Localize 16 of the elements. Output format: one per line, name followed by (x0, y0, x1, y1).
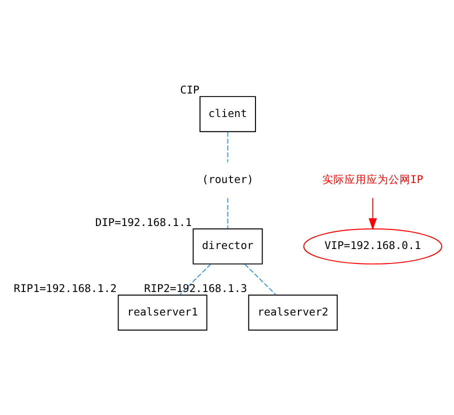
node-box: client (200, 96, 256, 132)
connector (179, 264, 212, 296)
node-text: (router) (202, 172, 254, 186)
node-label: RIP1=192.168.1.2 (14, 282, 117, 295)
node-ellipse: VIP=192.168.0.1 (303, 228, 442, 264)
node-box: realserver1 (118, 294, 208, 331)
arrow (368, 198, 377, 230)
connector (244, 264, 276, 296)
node-label: DIP=192.168.1.1 (95, 216, 192, 229)
node-label: CIP (180, 83, 200, 96)
node-box: realserver2 (248, 294, 338, 331)
node-box: director (192, 228, 263, 264)
node-text: 实际应用应为公网IP (322, 172, 424, 186)
connector (227, 131, 228, 163)
connector (227, 198, 228, 229)
node-label: RIP2=192.168.1.3 (144, 282, 248, 295)
